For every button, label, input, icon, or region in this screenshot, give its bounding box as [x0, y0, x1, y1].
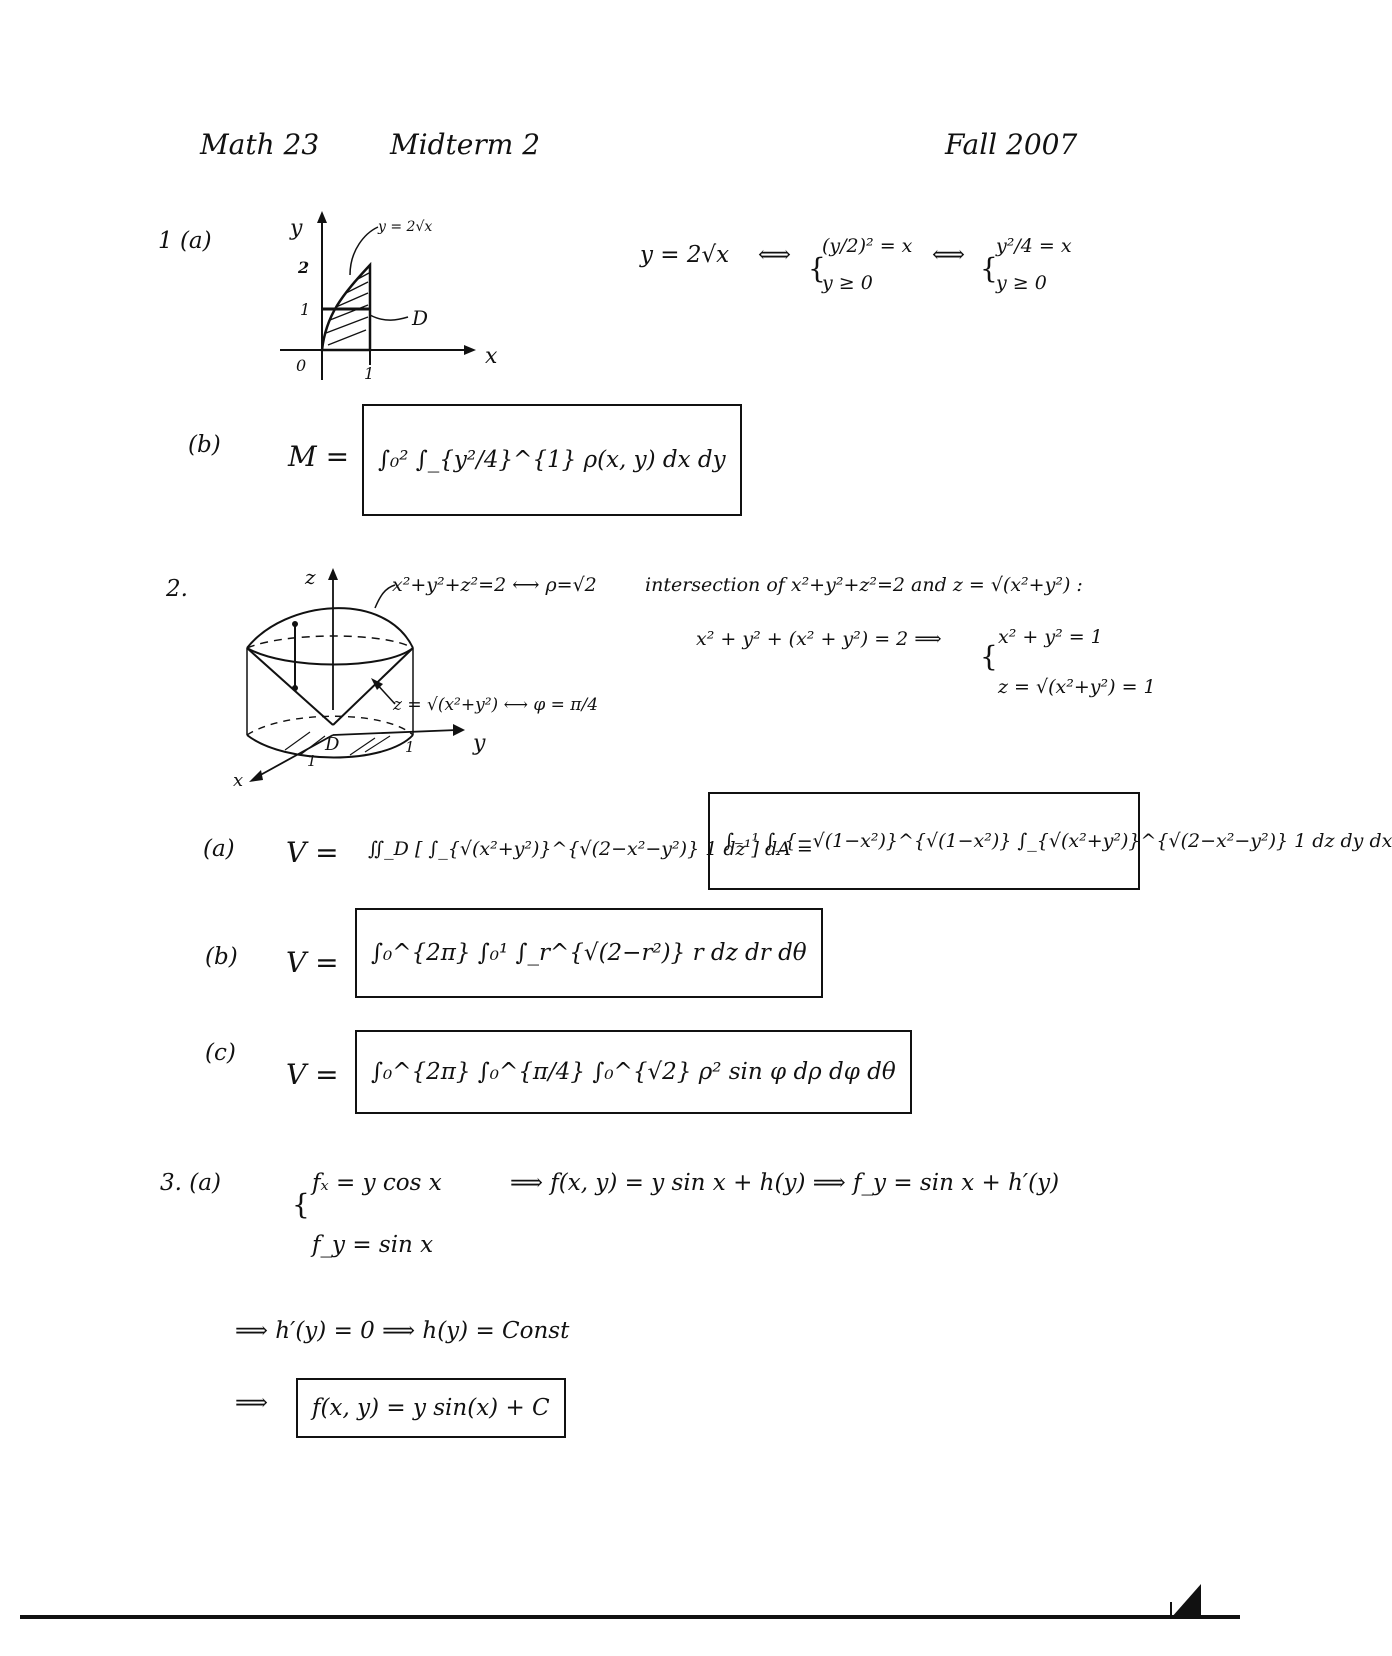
system-bottom: z = √(x²+y²) = 1 [998, 676, 1156, 698]
problem-2a-label: (a) [203, 836, 235, 862]
equiv-arrow-2: ⟺ [932, 242, 965, 268]
z-axis-label: z [304, 565, 316, 589]
problem-1b-label: (b) [188, 432, 221, 458]
equiv-right-top: y²/4 = x [996, 235, 1072, 257]
tick-1x-label-2: 1 [307, 752, 317, 770]
volume-a-iterated: ∬_D [ ∫_{√(x²+y²)}^{√(2−x²−y²)} 1 dz ] d… [368, 838, 813, 860]
y-axis-label-2: y [472, 731, 486, 756]
x-axis-label: x [485, 344, 498, 369]
equiv-right-bottom: y ≥ 0 [996, 272, 1047, 294]
final-answer-box: f(x, y) = y sin(x) + C [296, 1378, 566, 1438]
brace-1: { [808, 252, 826, 285]
course-title: Math 23 [200, 128, 320, 161]
volume-lhs-b: V = [286, 946, 339, 979]
fy-equation: f_y = sin x [312, 1232, 434, 1258]
volume-lhs-a: V = [286, 836, 339, 869]
page-corner-mark [1170, 1584, 1201, 1618]
volume-lhs-c: V = [286, 1058, 339, 1091]
tick-1y-label-2: 1 [405, 738, 415, 756]
fx-equation: fₓ = y cos x [312, 1170, 442, 1196]
mass-lhs: M = [288, 440, 350, 473]
line1-derivation: ⟹ f(x, y) = y sin x + h(y) ⟹ f_y = sin x… [510, 1170, 1060, 1196]
substitution-eq: x² + y² + (x² + y²) = 2 ⟹ [696, 628, 942, 650]
y-axis-label: y [289, 216, 303, 241]
exam-term: Fall 2007 [945, 128, 1078, 161]
brace-4: { [292, 1188, 310, 1221]
problem-2b-label: (b) [205, 944, 238, 970]
problem-3a-label: 3. (a) [160, 1170, 221, 1196]
x-axis-label-2: x [233, 770, 243, 791]
volume-a-box: ∫₋₁¹ ∫_{−√(1−x²)}^{√(1−x²)} ∫_{√(x²+y²)}… [708, 792, 1392, 890]
equiv-mid-top: (y/2)² = x [822, 235, 913, 257]
problem-2-label: 2. [166, 576, 188, 602]
page-bottom-rule [20, 1615, 1240, 1619]
tick-1x-label: 1 [364, 364, 374, 383]
equiv-arrow-1: ⟺ [758, 242, 791, 268]
equiv-lhs: y = 2√x [640, 242, 730, 268]
problem-1-graph: D y = 2√x y x 2 1 0 1 [280, 211, 498, 383]
problem-1a-label: 1 (a) [158, 228, 212, 254]
brace-2: { [980, 252, 998, 285]
volume-b-box: ∫₀^{2π} ∫₀¹ ∫_r^{√(2−r²)} r dz dr dθ [355, 908, 823, 998]
brace-3: { [980, 640, 998, 673]
sphere-equation: x²+y²+z²=2 ⟷ ρ=√2 [392, 574, 597, 596]
region-d-label: D [411, 306, 428, 330]
region-d-label-2: D [324, 734, 340, 755]
intersection-text: intersection of x²+y²+z²=2 and z = √(x²+… [645, 574, 1083, 596]
equiv-mid-bottom: y ≥ 0 [822, 272, 873, 294]
curve-label: y = 2√x [377, 219, 432, 235]
cone-label: z = √(x²+y²) ⟷ φ = π/4 [392, 695, 598, 715]
final-implies: ⟹ [235, 1390, 268, 1416]
tick-1y-label: 1 [300, 300, 310, 319]
exam-title: Midterm 2 [390, 128, 541, 161]
volume-c-box: ∫₀^{2π} ∫₀^{π/4} ∫₀^{√2} ρ² sin φ dρ dφ … [355, 1030, 912, 1114]
system-top: x² + y² = 1 [998, 626, 1103, 648]
origin-label: 0 [296, 356, 306, 375]
mass-integral-box: ∫₀² ∫_{y²/4}^{1} ρ(x, y) dx dy [362, 404, 742, 516]
problem-2-graph: z y x D 1 1 z = √(x²+y²) ⟷ φ = π/4 [233, 565, 598, 791]
problem-2c-label: (c) [205, 1040, 236, 1066]
line2-derivation: ⟹ h′(y) = 0 ⟹ h(y) = Const [235, 1318, 570, 1344]
tick-2-label: 2 [297, 258, 309, 277]
